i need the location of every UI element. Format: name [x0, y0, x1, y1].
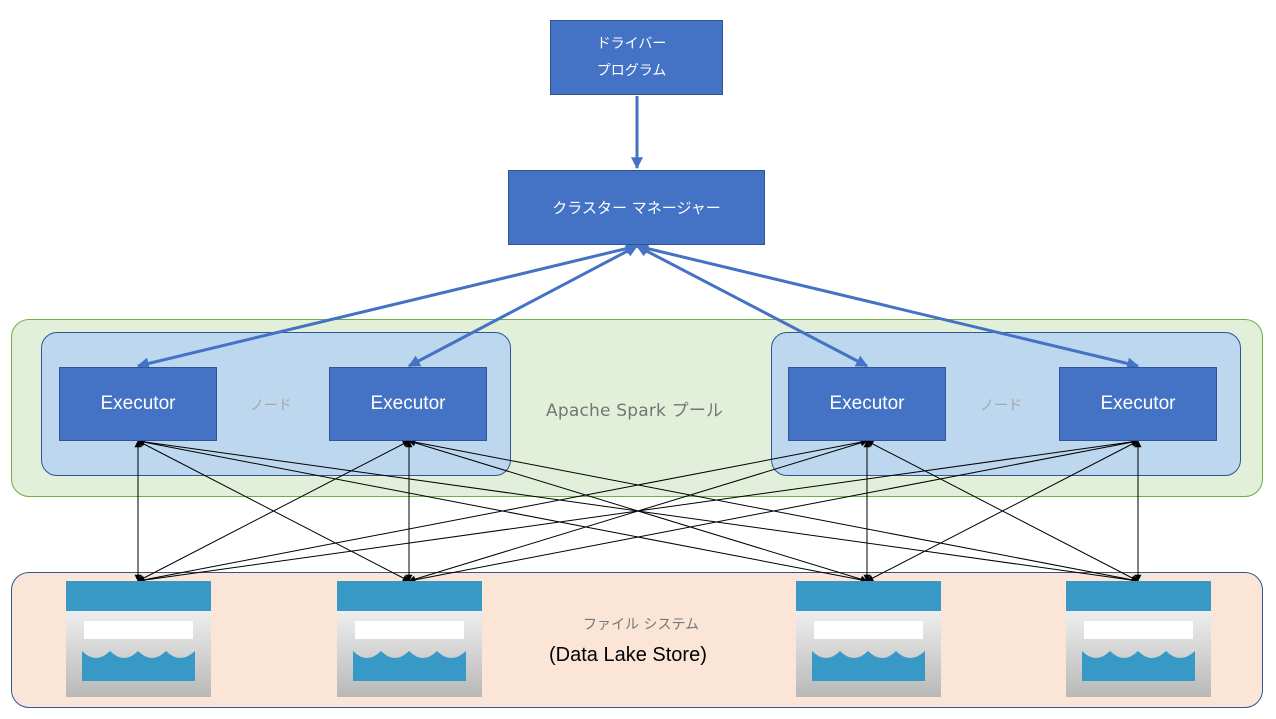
executor-box: Executor — [788, 367, 946, 441]
executor-label: Executor — [829, 393, 905, 414]
data-lake-storage-icon — [66, 581, 211, 697]
data-lake-storage-icon — [796, 581, 941, 697]
driver-label-line1: ドライバー — [596, 35, 667, 52]
executor-box: Executor — [329, 367, 487, 441]
arrow-manager-executor-1 — [136, 242, 639, 370]
arrow-manager-executor-3 — [635, 244, 869, 368]
data-lake-storage-icon — [337, 581, 482, 697]
executor-box: Executor — [1059, 367, 1217, 441]
node-label: ノード — [980, 398, 1022, 414]
executor-storage-connector — [866, 440, 1139, 582]
cluster-manager-box: クラスター マネージャー — [508, 170, 765, 245]
arrow-manager-executor-2 — [407, 244, 639, 368]
driver-label-line2: プログラム — [596, 62, 667, 79]
driver-program-box: ドライバー プログラム — [550, 20, 723, 95]
executor-label: Executor — [370, 393, 446, 414]
executor-box: Executor — [59, 367, 217, 441]
data-lake-storage-icon — [1066, 581, 1211, 697]
node-label: ノード — [250, 398, 292, 414]
file-system-region — [11, 572, 1263, 708]
spark-pool-label: Apache Spark プール — [546, 401, 724, 421]
executor-label: Executor — [100, 393, 176, 414]
cluster-manager-label: クラスター マネージャー — [552, 199, 721, 217]
arrow-manager-executor-4 — [635, 242, 1140, 370]
file-system-label: ファイル システム — [583, 617, 700, 633]
data-lake-store-label: (Data Lake Store) — [549, 644, 707, 666]
executor-label: Executor — [1100, 393, 1176, 414]
